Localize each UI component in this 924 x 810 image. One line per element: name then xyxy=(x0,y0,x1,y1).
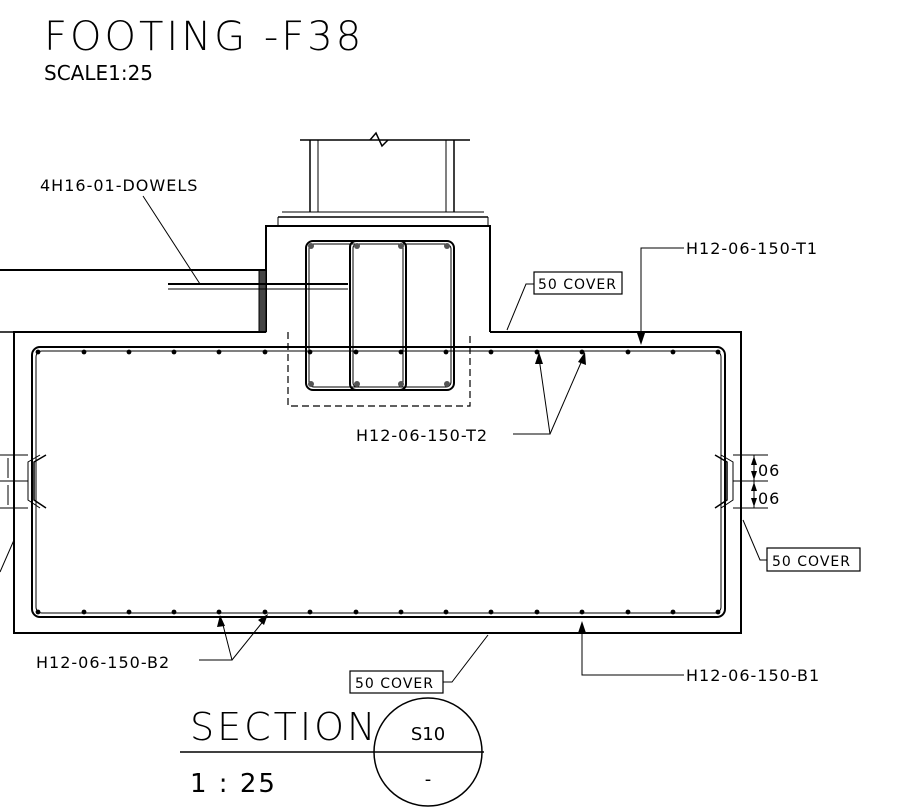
label-b1: H12-06-150-B1 xyxy=(686,666,820,685)
label-b2: H12-06-150-B2 xyxy=(36,653,170,672)
cover-box-top: 50 COVER xyxy=(533,271,623,295)
drawing-title: FOOTING -F38 xyxy=(44,14,364,60)
left-dimension-marks xyxy=(0,454,28,573)
drawing-scale: SCALE1:25 xyxy=(44,61,153,85)
leaders xyxy=(142,195,767,683)
label-t1: H12-06-150-T1 xyxy=(686,239,818,258)
dimension-lower: 06 xyxy=(758,489,780,508)
section-bubble-top: S10 xyxy=(411,724,445,745)
cover-box-right: 50 COVER xyxy=(766,547,861,572)
section-label: SECTION xyxy=(190,705,378,749)
cover-label-top: 50 COVER xyxy=(538,277,617,293)
section-bubble-bottom: - xyxy=(425,769,432,790)
cover-label-right: 50 COVER xyxy=(772,554,851,570)
footing-outline xyxy=(13,331,742,634)
dimension-upper: 06 xyxy=(758,461,780,480)
steel-column xyxy=(277,131,489,226)
pedestal xyxy=(258,225,491,407)
section-bubble xyxy=(373,697,483,807)
adjacent-slab xyxy=(0,269,266,518)
label-dowels: 4H16-01-DOWELS xyxy=(40,176,198,195)
section-title: SECTION 1 : 25 S10 - xyxy=(180,697,484,807)
cover-label-bottom: 50 COVER xyxy=(355,676,434,692)
label-t2: H12-06-150-T2 xyxy=(356,426,488,445)
cover-box-bottom: 50 COVER xyxy=(349,670,444,694)
dowel-bars xyxy=(168,283,348,290)
section-scale: 1 : 25 xyxy=(190,769,277,799)
right-dimension xyxy=(733,454,768,509)
footing-reinforcement xyxy=(27,346,734,618)
